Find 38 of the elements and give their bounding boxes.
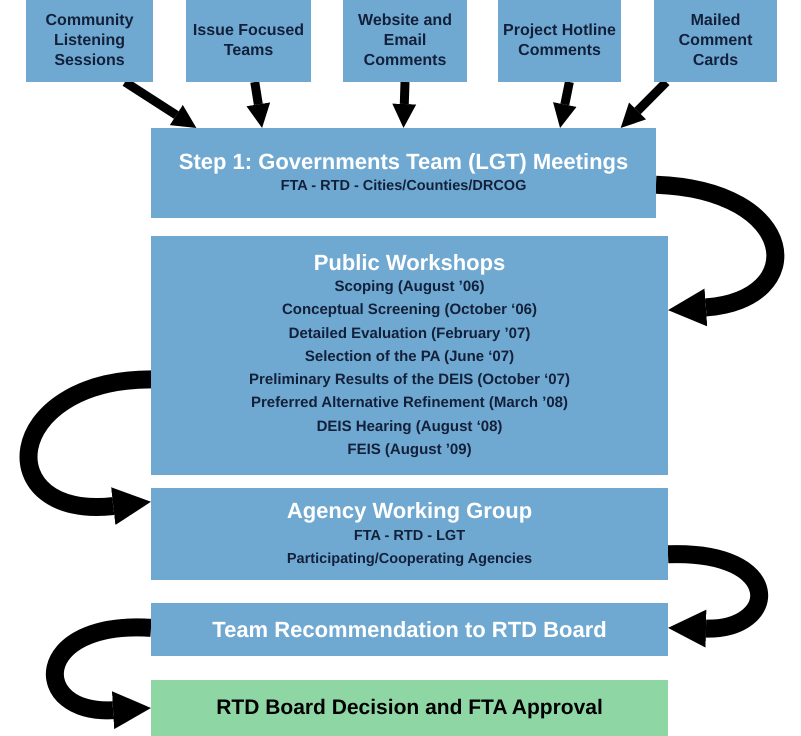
workshop-item: DEIS Hearing (August ‘08) (316, 416, 502, 437)
step-detail: FTA - RTD - LGT (354, 526, 466, 546)
workshop-item: Detailed Evaluation (February ’07) (288, 324, 530, 344)
source-label: Project Hotline Comments (502, 21, 617, 61)
arrow (20, 370, 152, 526)
input-box (654, 0, 777, 82)
workshop-item: Scoping (August ’06) (334, 277, 484, 298)
process-box (151, 488, 668, 580)
arrow (46, 618, 152, 730)
process-box (151, 236, 668, 475)
workshop-item: FEIS (August ’09) (347, 440, 472, 460)
step-title: RTD Board Decision and FTA Approval (216, 695, 603, 721)
arrow (668, 545, 768, 648)
process-box (151, 128, 656, 218)
input-box (186, 0, 311, 82)
process-box (151, 603, 668, 656)
step-detail: Participating/Cooperating Agencies (286, 550, 532, 569)
input-box (343, 0, 467, 82)
arrow (246, 81, 270, 128)
step-detail: FTA - RTD - Cities/Counties/DRCOG (280, 177, 526, 196)
source-label: Issue Focused Teams (192, 21, 306, 61)
arrow (392, 82, 416, 128)
decision-box (151, 680, 668, 736)
step-title: Step 1: Governments Team (LGT) Meetings (178, 148, 628, 176)
arrow (655, 176, 784, 326)
step-title: Team Recommendation to RTD Board (212, 616, 607, 644)
source-label: Mailed Comment Cards (678, 11, 754, 71)
input-box (26, 0, 153, 82)
arrow (553, 81, 577, 128)
workshop-item: Conceptual Screening (October ‘06) (282, 300, 538, 320)
workshop-item: Preferred Alternative Refinement (March ’08) (250, 393, 568, 414)
input-box (498, 0, 621, 82)
workshop-item: Selection of the PA (June ‘07) (304, 346, 514, 367)
step-title: Agency Working Group (286, 497, 532, 525)
source-label: Website and Email Comments (357, 11, 453, 71)
source-label: Community Listening Sessions (44, 11, 134, 71)
workshop-item: Preliminary Results of the DEIS (October ‘07) (249, 370, 570, 390)
step-title: Public Workshops (314, 250, 506, 276)
